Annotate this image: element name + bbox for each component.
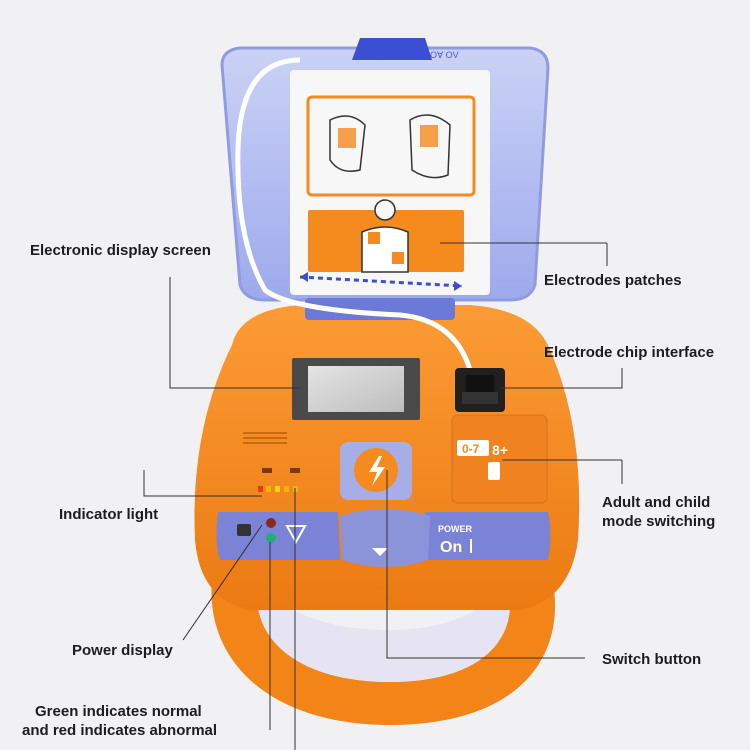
status-indicators <box>237 518 307 545</box>
electrode-cable <box>235 57 473 371</box>
callout-adult-child-line2: mode switching <box>602 513 716 530</box>
electronic-display-screen <box>292 358 420 420</box>
lightning-icon <box>369 456 385 486</box>
warning-triangle-icon <box>285 525 307 545</box>
child-mode-label: 0-7 <box>462 442 480 456</box>
speaker-grille <box>243 432 287 444</box>
lid-brand-text: O∀ OV <box>430 50 459 60</box>
callout-electronic-display-screen: Electronic display screen <box>30 242 211 259</box>
power-button[interactable]: POWER On <box>438 524 473 556</box>
callout-switch-button: Switch button <box>602 651 702 668</box>
mode-switch-panel[interactable]: 0-7 8+ <box>451 414 548 504</box>
callout-indicator-light: Indicator light <box>59 506 159 523</box>
leader-lines <box>143 242 623 750</box>
callout-adult-child-line1: Adult and child <box>602 494 711 511</box>
callout-electrode-chip-interface: Electrode chip interface <box>544 344 715 361</box>
control-bar <box>216 512 551 560</box>
adult-mode-label: 8+ <box>492 442 508 458</box>
callout-green-red-line1: Green indicates normal <box>35 703 202 720</box>
callout-power-display: Power display <box>72 642 173 659</box>
electrode-patch-card <box>290 70 490 295</box>
power-state: On <box>440 539 462 556</box>
electrode-chip-interface[interactable] <box>455 368 505 412</box>
power-label: POWER <box>438 524 473 534</box>
chevron-down-icon <box>372 548 388 556</box>
shock-button[interactable] <box>340 442 412 500</box>
callout-electrodes-patches: Electrodes patches <box>544 272 682 289</box>
callout-green-red-line2: and red indicates abnormal <box>22 722 218 739</box>
switch-button[interactable] <box>340 509 430 567</box>
